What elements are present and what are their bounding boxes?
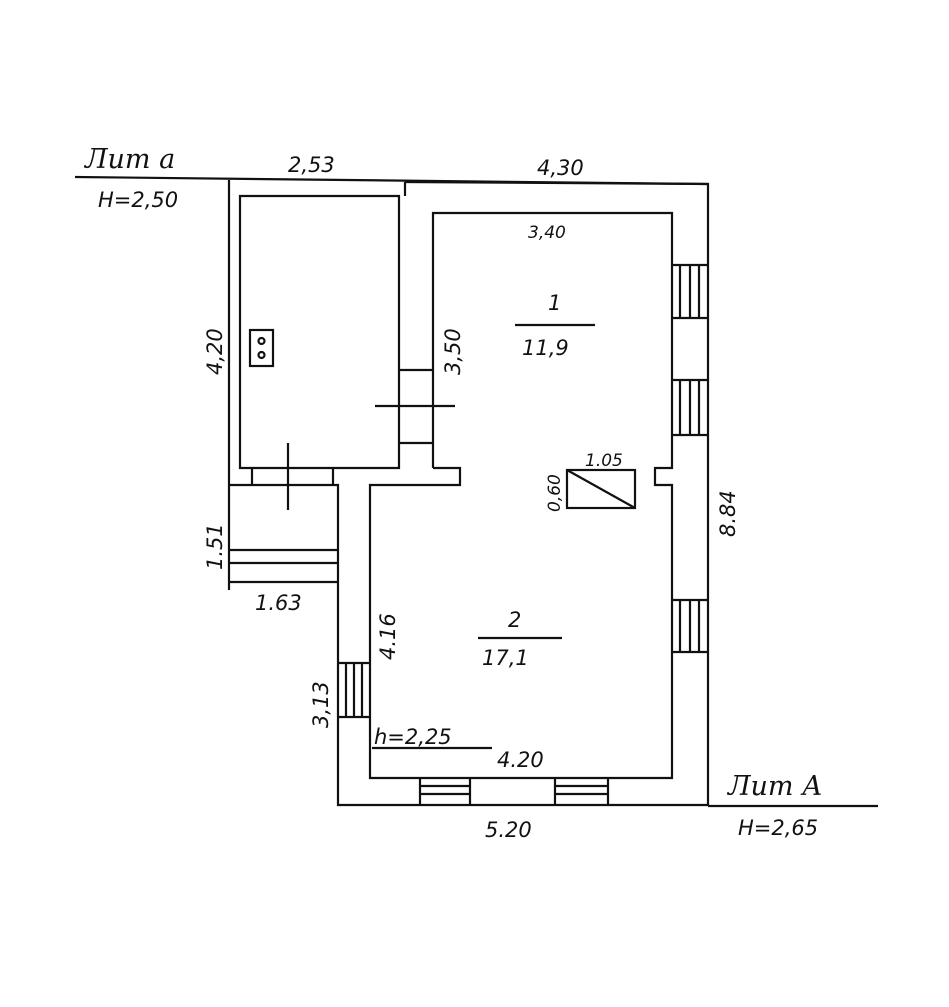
main-bottom-width: 5.20 [485, 818, 532, 842]
ceiling-height: h=2,25 [374, 725, 452, 749]
stove [565, 468, 637, 510]
lower-outer-left: 3,13 [309, 681, 333, 728]
windows [338, 263, 708, 805]
porch-width: 1.51 [203, 523, 227, 570]
porch-length: 1.63 [255, 591, 302, 615]
annex-title: Лит а [83, 144, 175, 175]
partition-length: 3,50 [441, 328, 465, 375]
stove-depth: 0,60 [545, 474, 565, 512]
lower-inner-left: 4.16 [376, 613, 400, 660]
stove-width: 1.05 [585, 451, 623, 471]
main-inner-top: 3,40 [528, 223, 566, 243]
main-top-width: 4,30 [537, 156, 584, 180]
main-title: Лит А [726, 771, 823, 802]
room-2-number: 2 [508, 608, 521, 632]
main-right-length: 8.84 [716, 490, 740, 537]
room-2-area: 17,1 [482, 646, 529, 670]
room-1-area: 11,9 [522, 336, 569, 360]
main-inner-bottom: 4.20 [497, 748, 544, 772]
main-height: H=2,65 [738, 816, 818, 840]
walls [227, 180, 710, 807]
annex-top-width: 2,53 [288, 153, 335, 177]
stove-small [248, 328, 275, 368]
annex-height: H=2,50 [98, 188, 178, 212]
room-1-number: 1 [548, 291, 561, 315]
annex-left-length: 4,20 [203, 328, 227, 375]
